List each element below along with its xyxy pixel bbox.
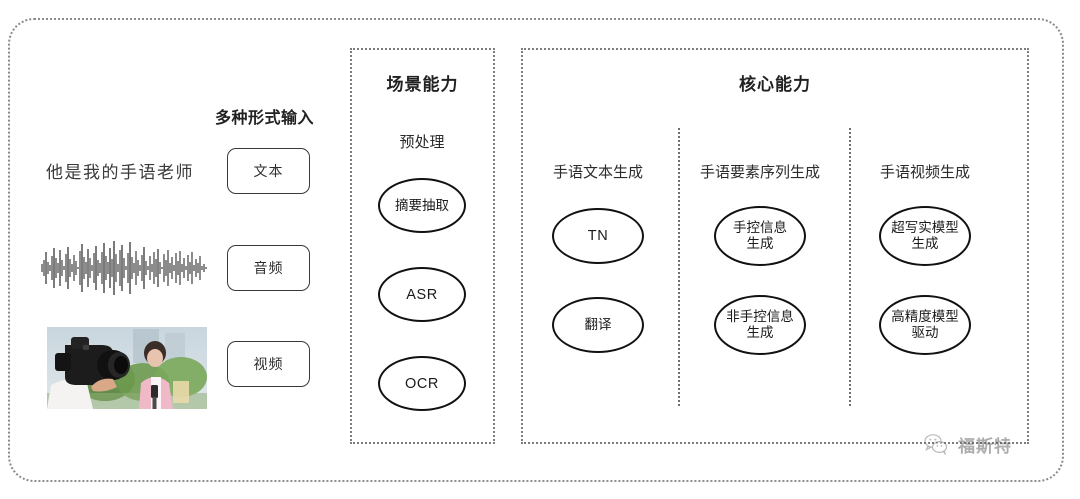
wechat-bubbles-icon <box>924 433 948 455</box>
video-thumbnail-image <box>47 327 207 409</box>
node-label: 翻译 <box>584 317 612 332</box>
input-section-heading: 多种形式输入 <box>215 110 315 127</box>
core-column-divider-1 <box>678 128 680 406</box>
node-translation[interactable]: 翻译 <box>552 297 644 353</box>
node-ocr[interactable]: OCR <box>378 356 466 411</box>
node-tn[interactable]: TN <box>552 208 644 264</box>
node-label: 非手控信息 生成 <box>726 309 794 340</box>
node-summary-extraction[interactable]: 摘要抽取 <box>378 178 466 233</box>
modality-box-audio[interactable]: 音频 <box>227 245 310 291</box>
core-capability-panel: 核心能力 <box>521 48 1029 444</box>
outer-frame <box>8 18 1064 482</box>
node-label: 超写实模型 生成 <box>891 220 959 251</box>
node-label: ASR <box>406 286 438 303</box>
node-label: 高精度模型 驱动 <box>891 309 959 340</box>
audio-waveform-icon <box>38 238 208 298</box>
node-asr[interactable]: ASR <box>378 267 466 322</box>
node-high-precision-model-driving[interactable]: 高精度模型 驱动 <box>879 295 971 355</box>
node-label: TN <box>587 228 609 244</box>
scene-panel-title: 场景能力 <box>386 75 459 94</box>
scene-capability-panel: 场景能力 <box>350 48 495 444</box>
node-manual-info-generation[interactable]: 手控信息 生成 <box>714 206 806 266</box>
core-subtitle-sign-text-generation: 手语文本生成 <box>552 164 644 181</box>
modality-box-video[interactable]: 视频 <box>227 341 310 387</box>
node-hyperreal-model-generation[interactable]: 超写实模型 生成 <box>879 206 971 266</box>
core-panel-title: 核心能力 <box>739 75 811 94</box>
sample-sentence-text: 他是我的手语老师 <box>46 163 194 182</box>
node-label: 手控信息 生成 <box>733 220 787 251</box>
node-non-manual-info-generation[interactable]: 非手控信息 生成 <box>714 295 806 355</box>
watermark: 福斯特 <box>922 432 1012 457</box>
node-label: 摘要抽取 <box>395 197 449 213</box>
core-subtitle-sign-element-sequence-generation: 手语要素序列生成 <box>699 164 821 181</box>
core-subtitle-sign-video-generation: 手语视频生成 <box>879 164 971 181</box>
node-label: OCR <box>404 375 440 392</box>
scene-subtitle-preprocess: 预处理 <box>399 134 445 151</box>
watermark-label: 福斯特 <box>958 437 1012 456</box>
core-column-divider-2 <box>849 128 851 406</box>
modality-box-text[interactable]: 文本 <box>227 148 310 194</box>
